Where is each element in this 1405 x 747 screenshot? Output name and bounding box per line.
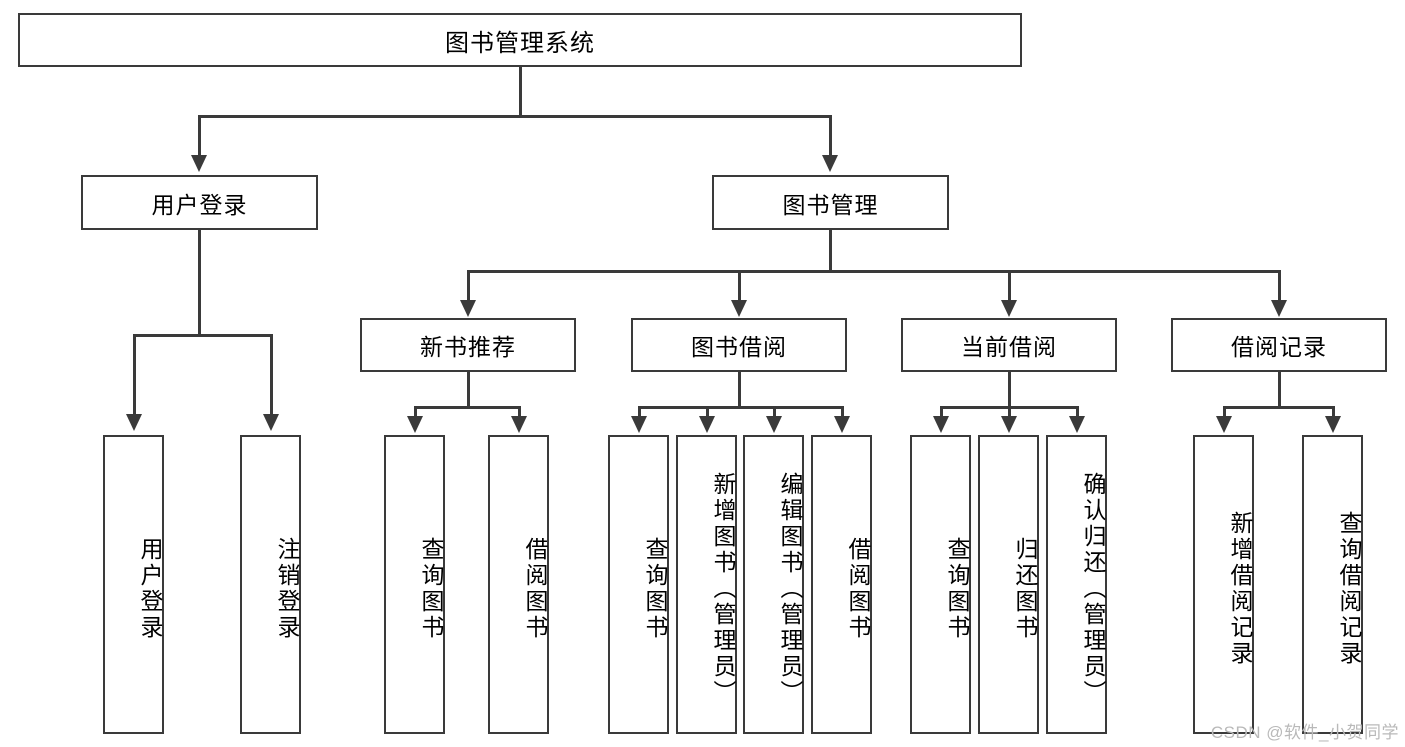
arrowhead-book-management <box>822 155 838 172</box>
node-label: 确认归还（管理员） <box>1080 471 1106 706</box>
connector-book-borrow-bar <box>639 406 843 409</box>
leaf-bb-edit-book-admin[interactable]: 编辑图书（管理员） <box>743 435 804 734</box>
leaf-cb-query-book[interactable]: 查询图书 <box>910 435 971 734</box>
node-user-login[interactable]: 用户登录 <box>81 175 318 230</box>
connector-br-leaf-2 <box>1332 406 1335 418</box>
node-label: 用户登录 <box>151 191 248 218</box>
node-label: 新书推荐 <box>420 334 516 360</box>
node-label: 图书管理 <box>782 191 879 218</box>
connector-user-login-leaf-2 <box>270 334 273 416</box>
connector-nbr-leaf-2 <box>518 406 521 418</box>
node-label: 当前借阅 <box>961 334 1057 360</box>
connector-cb-leaf-2 <box>1008 406 1011 418</box>
node-label: 图书管理系统 <box>445 29 595 57</box>
arrowhead-bb-leaf-1 <box>631 416 647 433</box>
arrowhead-book-borrow <box>731 300 747 317</box>
node-borrow-record[interactable]: 借阅记录 <box>1171 318 1387 372</box>
node-current-borrow[interactable]: 当前借阅 <box>901 318 1117 372</box>
leaf-logout[interactable]: 注销登录 <box>240 435 301 734</box>
connector-br-leaf-1 <box>1223 406 1226 418</box>
connector-to-book-borrow <box>738 270 741 302</box>
connector-bb-leaf-3 <box>773 406 776 418</box>
connector-to-current-borrow <box>1008 270 1011 302</box>
arrowhead-cb-leaf-1 <box>933 416 949 433</box>
connector-new-book-recommend-stem <box>467 372 470 408</box>
connector-user-login-stem <box>198 230 201 336</box>
node-label: 用户登录 <box>137 536 163 641</box>
connector-cb-leaf-3 <box>1076 406 1079 418</box>
node-label: 归还图书 <box>1012 536 1038 641</box>
node-label: 借阅记录 <box>1231 334 1327 360</box>
arrowhead-bb-leaf-2 <box>699 416 715 433</box>
connector-bb-leaf-4 <box>841 406 844 418</box>
arrowhead-cb-leaf-2 <box>1001 416 1017 433</box>
connector-borrow-record-stem <box>1278 372 1281 408</box>
node-book-management[interactable]: 图书管理 <box>712 175 949 230</box>
arrowhead-nbr-leaf-2 <box>511 416 527 433</box>
node-label: 编辑图书（管理员） <box>777 471 803 706</box>
connector-new-book-recommend-bar <box>415 406 520 409</box>
connector-to-new-book-recommend <box>467 270 470 302</box>
connector-level3-bar <box>468 270 1280 273</box>
node-label: 查询图书 <box>418 536 444 641</box>
leaf-bb-query-book[interactable]: 查询图书 <box>608 435 669 734</box>
leaf-cb-return-book[interactable]: 归还图书 <box>978 435 1039 734</box>
connector-book-management-stem <box>829 230 832 272</box>
connector-user-login-leaf-1 <box>133 334 136 416</box>
leaf-nbr-borrow-book[interactable]: 借阅图书 <box>488 435 549 734</box>
connector-root-stem <box>519 67 522 116</box>
arrowhead-bb-leaf-4 <box>834 416 850 433</box>
node-label: 借阅图书 <box>522 536 548 641</box>
arrowhead-br-leaf-2 <box>1325 416 1341 433</box>
arrowhead-br-leaf-1 <box>1216 416 1232 433</box>
leaf-bb-add-book-admin[interactable]: 新增图书（管理员） <box>676 435 737 734</box>
arrowhead-bb-leaf-3 <box>766 416 782 433</box>
connector-root-to-user-login <box>198 115 201 158</box>
connector-borrow-record-bar <box>1224 406 1334 409</box>
node-label: 查询图书 <box>642 536 668 641</box>
connector-to-borrow-record <box>1278 270 1281 302</box>
node-label: 注销登录 <box>274 536 300 641</box>
connector-current-borrow-stem <box>1008 372 1011 408</box>
arrowhead-current-borrow <box>1001 300 1017 317</box>
arrowhead-leaf-logout <box>263 414 279 431</box>
leaf-br-query-record[interactable]: 查询借阅记录 <box>1302 435 1363 734</box>
arrowhead-cb-leaf-3 <box>1069 416 1085 433</box>
leaf-user-login[interactable]: 用户登录 <box>103 435 164 734</box>
node-label: 查询图书 <box>944 536 970 641</box>
arrowhead-borrow-record <box>1271 300 1287 317</box>
node-label: 借阅图书 <box>845 536 871 641</box>
arrowhead-user-login <box>191 155 207 172</box>
leaf-bb-borrow-book[interactable]: 借阅图书 <box>811 435 872 734</box>
connector-book-borrow-stem <box>738 372 741 408</box>
connector-root-bar <box>199 115 831 118</box>
connector-cb-leaf-1 <box>940 406 943 418</box>
connector-nbr-leaf-1 <box>414 406 417 418</box>
arrowhead-nbr-leaf-1 <box>407 416 423 433</box>
node-book-borrow[interactable]: 图书借阅 <box>631 318 847 372</box>
connector-bb-leaf-1 <box>638 406 641 418</box>
connector-root-to-book-management <box>829 115 832 158</box>
node-label: 图书借阅 <box>691 334 787 360</box>
node-label: 查询借阅记录 <box>1336 510 1362 667</box>
node-root-book-management-system[interactable]: 图书管理系统 <box>18 13 1022 67</box>
arrowhead-new-book-recommend <box>460 300 476 317</box>
arrowhead-leaf-user-login <box>126 414 142 431</box>
connector-bb-leaf-2 <box>706 406 709 418</box>
leaf-br-add-record[interactable]: 新增借阅记录 <box>1193 435 1254 734</box>
node-label: 新增借阅记录 <box>1227 510 1253 667</box>
leaf-cb-confirm-return-admin[interactable]: 确认归还（管理员） <box>1046 435 1107 734</box>
node-label: 新增图书（管理员） <box>710 471 736 706</box>
connector-user-login-bar <box>134 334 272 337</box>
node-new-book-recommend[interactable]: 新书推荐 <box>360 318 576 372</box>
leaf-nbr-query-book[interactable]: 查询图书 <box>384 435 445 734</box>
